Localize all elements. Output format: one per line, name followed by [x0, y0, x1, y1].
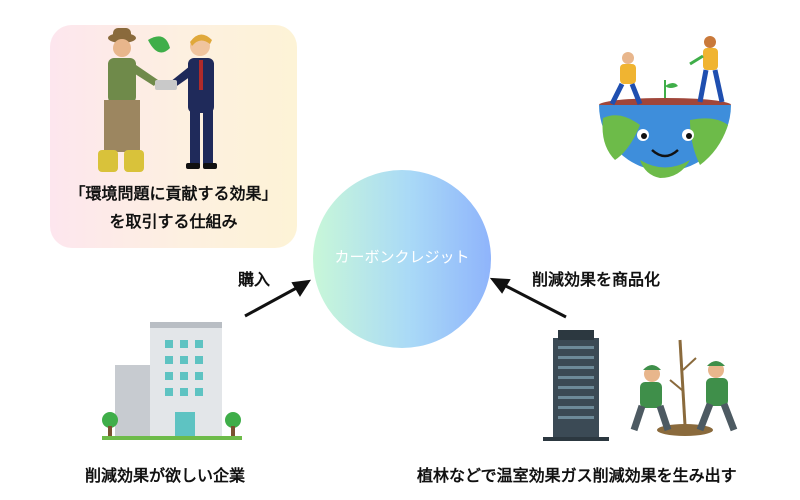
arrow-productize — [489, 277, 567, 319]
leaf-icon — [148, 36, 170, 53]
tree-planting-illustration — [630, 339, 738, 436]
buyer-caption: 削減効果が欲しい企業 — [85, 466, 246, 485]
card-caption-line2: を取引する仕組み — [109, 212, 238, 231]
card-caption: 「環境問題に貢献する効果」 を取引する仕組み — [50, 180, 297, 236]
money-icon — [155, 80, 177, 90]
buy-label: 購入 — [238, 270, 271, 289]
farmer-illustration — [98, 28, 170, 172]
earth-illustration — [599, 36, 731, 178]
carbon-credit-circle — [313, 170, 491, 348]
arrow-buy — [244, 279, 311, 318]
skyscraper-illustration — [543, 330, 609, 441]
seller-caption: 植林などで温室効果ガス削減効果を生み出す — [417, 466, 737, 485]
productize-label: 削減効果を商品化 — [532, 270, 661, 289]
company-building-illustration — [102, 322, 242, 440]
businessman-illustration — [170, 34, 217, 169]
concept-card — [50, 25, 297, 248]
card-caption-line1: 「環境問題に貢献する効果」 — [69, 184, 278, 203]
carbon-credit-label: カーボンクレジット — [334, 248, 470, 266]
